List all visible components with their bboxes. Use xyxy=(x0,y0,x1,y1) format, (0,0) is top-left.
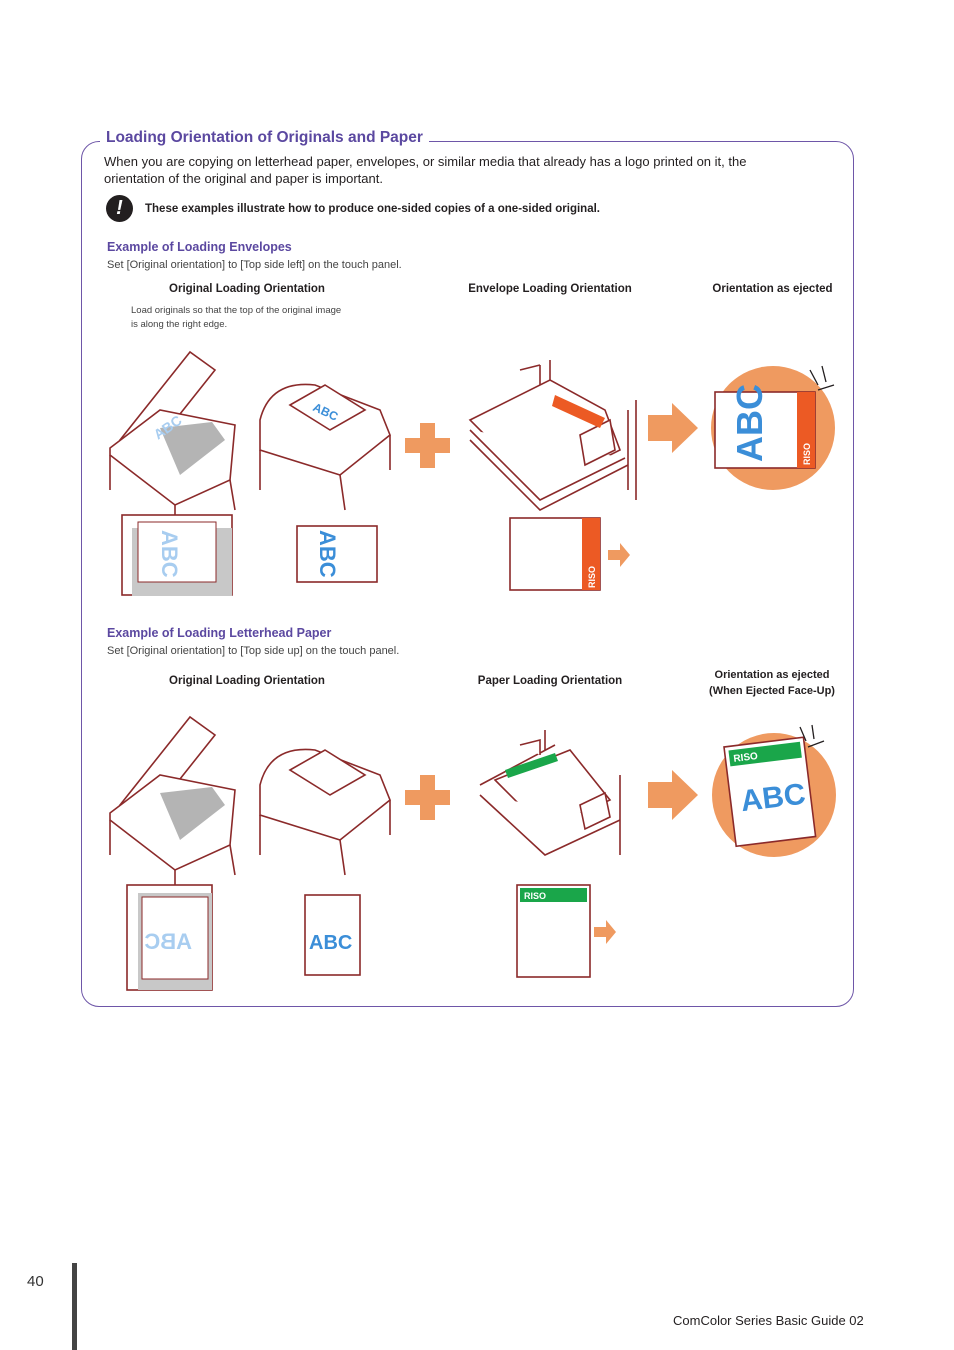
ejected-letterhead-riso: RISO xyxy=(733,751,759,765)
adf-sheet-abc-text: ABC xyxy=(315,530,340,578)
glass-abc-text-2: ABC xyxy=(144,929,192,954)
arrow-right-icon xyxy=(648,403,698,453)
section-frame xyxy=(81,141,854,1007)
envelopes-desc: Set [Original orientation] to [Top side … xyxy=(107,259,402,271)
adf-original-sheet-abc: ABC xyxy=(315,530,340,578)
paper-tray-logo-band xyxy=(505,753,558,778)
section-title: Loading Orientation of Originals and Pap… xyxy=(100,129,429,147)
page-number: 40 xyxy=(27,1273,44,1290)
letterhead-col-ejected-line2: (When Ejected Face-Up) xyxy=(709,685,835,697)
ejected-envelope-riso: RISO xyxy=(802,443,812,465)
adf-scanner-illustration-2 xyxy=(259,748,391,876)
envelopes-col-ejected: Orientation as ejected xyxy=(712,283,833,295)
ejected-envelope-abc: ABC xyxy=(729,384,770,462)
ejected-envelope-logo-band xyxy=(797,392,815,468)
ejected-abc-text: ABC xyxy=(729,384,770,462)
ejected-sparkle-icon-2 xyxy=(799,724,825,748)
glass-original-abc-2: ABC xyxy=(144,929,192,954)
envelopes-col-original: Original Loading Orientation xyxy=(169,283,325,295)
letterhead-col-original: Original Loading Orientation xyxy=(169,675,325,687)
loaded-letterhead-logo-band xyxy=(520,888,587,902)
footer-bar xyxy=(72,1263,77,1350)
envelopes-original-note-line2: is along the right edge. xyxy=(131,319,228,330)
letterhead-col-paper: Paper Loading Orientation xyxy=(477,675,623,687)
ejected-sparkle-icon xyxy=(809,365,835,391)
ejected-riso-text: RISO xyxy=(802,443,812,465)
feed-direction-arrow-icon-2 xyxy=(594,920,616,944)
loaded-riso-text: RISO xyxy=(587,566,597,588)
glass-original-sheet xyxy=(137,521,217,583)
loaded-envelope-riso: RISO xyxy=(587,566,597,588)
envelopes-title: Example of Loading Envelopes xyxy=(107,240,292,254)
glass-abc-text: ABC xyxy=(157,530,182,578)
guide-title: ComColor Series Basic Guide 02 xyxy=(673,1313,864,1328)
ejected-letterhead-abc: ABC xyxy=(739,778,808,819)
envelopes-original-note-line1: Load originals so that the top of the or… xyxy=(131,305,342,316)
envelope-tray-logo-band xyxy=(552,395,605,428)
letterhead-col-ejected: Orientation as ejected (When Ejected Fac… xyxy=(697,667,847,699)
plus-icon xyxy=(405,423,450,468)
arrow-right-icon-2 xyxy=(648,770,698,820)
adf-original-sheet xyxy=(296,525,378,583)
envelopes-original-note: Load originals so that the top of the or… xyxy=(131,304,391,332)
section-intro: When you are copying on letterhead paper… xyxy=(104,154,747,186)
letterhead-col-ejected-line1: Orientation as ejected xyxy=(714,669,830,681)
flatbed-scanner-illustration xyxy=(109,350,236,535)
paper-tray-illustration xyxy=(479,730,621,856)
flatbed-scanner-illustration-2 xyxy=(109,715,236,900)
adf-scanner-illustration xyxy=(259,383,391,511)
letterhead-desc: Set [Original orientation] to [Top side … xyxy=(107,645,400,657)
adf-original-sheet-2 xyxy=(304,894,361,976)
caution-icon: ! xyxy=(106,195,133,222)
ejected-letterhead: RISO ABC xyxy=(723,736,817,848)
envelopes-illustration: ABC ABC ABC RISO ABC ABC xyxy=(109,350,835,596)
note-text: These examples illustrate how to produce… xyxy=(145,203,600,215)
plus-icon-2 xyxy=(405,775,450,820)
letterhead-title: Example of Loading Letterhead Paper xyxy=(107,626,332,640)
envelope-tray-illustration xyxy=(468,360,637,511)
loaded-envelope-logo-band xyxy=(582,518,600,590)
adf-sheet-abc-text-2: ABC xyxy=(309,932,352,954)
envelopes-col-paper: Envelope Loading Orientation xyxy=(468,283,632,295)
letterhead-illustration: RISO ABC ABC ABC RISO xyxy=(109,715,836,991)
glass-original-abc: ABC xyxy=(157,530,182,578)
loaded-letterhead-riso: RISO xyxy=(524,891,546,901)
glass-original-sheet-2 xyxy=(141,896,209,980)
feed-direction-arrow-icon xyxy=(608,543,630,567)
